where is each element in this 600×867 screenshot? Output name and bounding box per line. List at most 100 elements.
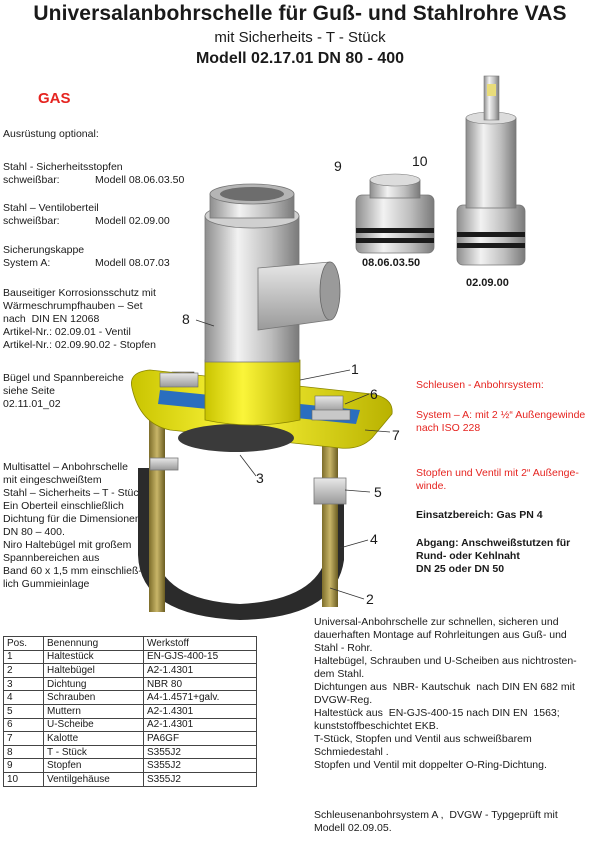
table-cell: Stopfen — [43, 758, 144, 773]
medium-label: GAS — [38, 90, 71, 107]
callout-3: 3 — [256, 470, 264, 486]
table-cell: 4 — [3, 690, 44, 705]
table-cell: 3 — [3, 676, 44, 692]
nuts — [159, 372, 351, 421]
table-cell: Haltestück — [43, 649, 144, 665]
multisattel-line: mit eingeschweißtem — [3, 474, 102, 486]
equipment-item-value: Modell 08.07.03 — [95, 257, 170, 269]
column-header: Pos. — [3, 636, 44, 651]
multisattel-line: Ein Oberteil einschließlich — [3, 500, 124, 512]
table-cell: 9 — [3, 758, 44, 773]
corrosion-protection-text: Bauseitiger Korrosionsschutz mit Wärmesc… — [3, 287, 156, 352]
type-approval-note: Schleusenanbohrsystem A , DVGW - Typgepr… — [314, 809, 558, 835]
description-line: dem Stahl. — [314, 668, 365, 680]
column-header: Werkstoff — [143, 636, 257, 651]
equipment-item-label: schweißbar: — [3, 215, 60, 227]
outlet-line: DN 25 oder DN 50 — [416, 563, 505, 575]
corrosion-line: Bauseitiger Korrosionsschutz mit — [3, 287, 156, 299]
table-cell: A2-1.4301 — [143, 663, 257, 678]
valve-part-10 — [456, 75, 526, 266]
callout-2: 2 — [366, 591, 374, 607]
table-cell: 2 — [3, 663, 44, 678]
description-line: dauerhaften Montage auf Rohrleitungen au… — [314, 629, 567, 641]
description-line: Stahl - Rohr. — [314, 642, 373, 654]
approval-line: Modell 02.09.05. — [314, 822, 392, 834]
clamp-range-line: 02.11.01_02 — [3, 398, 61, 410]
corrosion-line: Wärmeschrumpfhauben – Set — [3, 300, 143, 312]
table-cell: A4-1.4571+galv. — [143, 690, 257, 705]
column-header: Benennung — [43, 636, 144, 651]
multisattel-line: Niro Haltebügel mit großem — [3, 539, 132, 551]
caption-part-9: 08.06.03.50 — [362, 257, 421, 269]
system-a-line: System – A: mit 2 ½“ Außengewinde — [416, 409, 586, 421]
multisattel-description: Multisattel – Anbohrschelle mit eingesch… — [3, 461, 150, 591]
thread-line: Stopfen und Ventil mit 2“ Außenge- — [416, 467, 579, 479]
corrosion-line: nach DIN EN 12068 — [3, 313, 100, 325]
callout-8: 8 — [182, 311, 190, 327]
equipment-item-kappe: Sicherungskappe System A:Modell 08.07.03 — [3, 244, 203, 270]
equipment-item-title: Stahl - Sicherheitsstopfen — [3, 161, 123, 173]
description-line: Haltebügel, Schrauben und U-Scheiben aus… — [314, 655, 577, 667]
table-cell: S355J2 — [143, 758, 257, 773]
equipment-item-stopfen: Stahl - Sicherheitsstopfen schweißbar: Mo… — [3, 161, 203, 187]
callout-6: 6 — [370, 386, 378, 402]
callout-7: 7 — [392, 427, 400, 443]
table-cell: A2-1.4301 — [143, 717, 257, 733]
description-line: Haltestück aus EN-GJS-400-15 nach DIN EN… — [314, 707, 560, 719]
equipment-item-value: Modell 08.06.03.50 — [95, 174, 185, 186]
description-line: Dichtungen aus NBR- Kautschuk nach DIN E… — [314, 681, 575, 693]
callout-4: 4 — [370, 531, 378, 547]
saddle-body — [131, 359, 393, 452]
application-range: Einsatzbereich: Gas PN 4 — [416, 509, 543, 521]
callout-5: 5 — [374, 484, 382, 500]
document-title: Universalanbohrschelle für Guß- und Stah… — [33, 2, 567, 25]
caption-part-10: 02.09.00 — [466, 277, 509, 289]
equipment-item-ventil: Stahl – Ventiloberteil schweißbar: Modell… — [3, 202, 203, 228]
table-cell: 6 — [3, 717, 44, 733]
multisattel-line: Band 60 x 1,5 mm einschließ- — [3, 565, 142, 577]
equipment-heading: Ausrüstung optional: — [3, 128, 99, 140]
document-subtitle: mit Sicherheits - T - Stück — [214, 29, 386, 46]
description-line: DVGW-Reg. — [314, 694, 373, 706]
stopper-part-9 — [355, 173, 435, 254]
outlet-line: Abgang: Anschweißstutzen für — [416, 537, 571, 549]
clamp-range-line: siehe Seite — [3, 385, 55, 397]
t-piece — [204, 183, 341, 363]
description-line: Stopfen und Ventil mit doppelter O-Ring-… — [314, 759, 547, 771]
callout-10: 10 — [412, 153, 428, 169]
table-cell: U-Scheibe — [43, 717, 144, 733]
table-cell: Haltebügel — [43, 663, 144, 678]
model-line: Modell 02.17.01 DN 80 - 400 — [195, 50, 405, 67]
description-line: Universal-Anbohrschelle zur schnellen, s… — [314, 616, 559, 628]
product-description: Universal-Anbohrschelle zur schnellen, s… — [314, 616, 577, 772]
table-cell: Dichtung — [43, 676, 144, 692]
system-a-text: System – A: mit 2 ½“ Außengewinde nach I… — [416, 409, 585, 435]
approval-line: Schleusenanbohrsystem A , DVGW - Typgepr… — [314, 809, 558, 821]
equipment-item-title: Stahl – Ventiloberteil — [3, 202, 99, 214]
table-cell: Muttern — [43, 703, 144, 719]
lock-system-heading: Schleusen - Anbohrsystem: — [416, 379, 544, 391]
table-cell: PA6GF — [143, 731, 257, 746]
equipment-item-value: Modell 02.09.00 — [95, 215, 170, 227]
equipment-item-label: schweißbar: — [3, 174, 60, 186]
callout-1: 1 — [351, 361, 359, 377]
table-cell: NBR 80 — [143, 676, 257, 692]
table-cell: A2-1.4301 — [143, 703, 257, 719]
thread-line: winde. — [416, 480, 447, 492]
table-cell: 5 — [3, 703, 44, 719]
multisattel-line: Dichtung für die Dimensionen — [3, 513, 141, 525]
table-cell: Ventilgehäuse — [43, 771, 144, 787]
corrosion-line: Artikel-Nr.: 02.09.90.02 - Stopfen — [3, 339, 156, 351]
multisattel-line: Spannbereichen aus — [3, 552, 100, 564]
